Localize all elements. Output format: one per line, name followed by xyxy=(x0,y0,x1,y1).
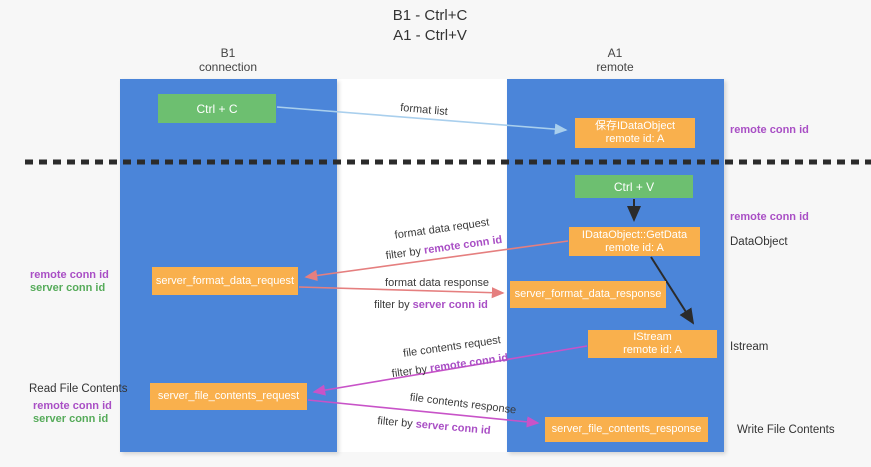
getdata-line2: remote id: A xyxy=(605,241,664,254)
server-format-data-response-label: server_format_data_response xyxy=(514,288,662,300)
server-format-data-request-box: server_format_data_request xyxy=(152,267,298,295)
server-file-contents-request-label: server_file_contents_request xyxy=(157,390,300,402)
getdata-line1: IDataObject::GetData xyxy=(581,228,688,241)
diagram-title: B1 - Ctrl+C A1 - Ctrl+V xyxy=(330,6,530,46)
ctrl-v-box: Ctrl + V xyxy=(575,175,693,198)
server-format-data-response-box: server_format_data_response xyxy=(510,281,666,308)
istream-text: IStream remote id: A xyxy=(623,331,682,357)
column-header-a1: A1 remote xyxy=(545,46,685,74)
server-format-data-request-label: server_format_data_request xyxy=(155,274,295,287)
column-a1-subtitle: remote xyxy=(596,60,634,74)
column-a1-name: A1 xyxy=(607,46,623,60)
idataobject-getdata-box: IDataObject::GetData remote id: A xyxy=(569,227,700,256)
ctrl-v-label: Ctrl + V xyxy=(613,179,655,194)
right-remote-conn-id-top: remote conn id xyxy=(730,124,809,136)
getdata-text: IDataObject::GetData remote id: A xyxy=(582,229,687,255)
label-format-data-response: format data response xyxy=(385,277,489,289)
left-server-conn-id-bottom: server conn id xyxy=(33,413,109,425)
save-idataobject-box: 保存IDataObject remote id: A xyxy=(575,118,695,148)
save-idataobject-line2: remote id: A xyxy=(605,133,665,145)
right-dataobject-label: DataObject xyxy=(730,236,788,248)
left-remote-conn-id-bottom: remote conn id xyxy=(33,400,112,412)
column-b1-name: B1 xyxy=(220,46,236,60)
server-file-contents-request-box: server_file_contents_request xyxy=(150,383,307,410)
istream-box: IStream remote id: A xyxy=(588,330,717,358)
save-idataobject-text: 保存IDataObject remote id: A xyxy=(595,120,675,146)
istream-line2: remote id: A xyxy=(623,344,682,356)
column-header-b1: B1 connection xyxy=(158,46,298,74)
server-conn-id-text: server conn id xyxy=(412,299,488,311)
left-remote-conn-id-mid: remote conn id xyxy=(30,269,109,281)
column-b1-subtitle: connection xyxy=(198,60,258,74)
read-file-contents-label: Read File Contents xyxy=(29,383,128,395)
right-remote-conn-id-mid: remote conn id xyxy=(730,211,809,223)
server-file-contents-response-box: server_file_contents_response xyxy=(545,417,708,442)
istream-line1: IStream xyxy=(633,331,672,343)
filter-by-text: filter by xyxy=(374,299,413,311)
ctrl-c-box: Ctrl + C xyxy=(158,94,276,123)
right-istream-label: Istream xyxy=(730,341,769,353)
title-line-1: B1 - Ctrl+C xyxy=(392,7,468,24)
save-idataobject-line1: 保存IDataObject xyxy=(594,120,676,132)
label-filter-format-response: filter by server conn id xyxy=(374,299,488,311)
title-line-2: A1 - Ctrl+V xyxy=(393,27,467,44)
left-server-conn-id-mid: server conn id xyxy=(30,282,106,294)
server-file-contents-response-label: server_file_contents_response xyxy=(551,423,702,435)
ctrl-c-label: Ctrl + C xyxy=(196,101,238,116)
write-file-contents-label: Write File Contents xyxy=(737,424,835,436)
